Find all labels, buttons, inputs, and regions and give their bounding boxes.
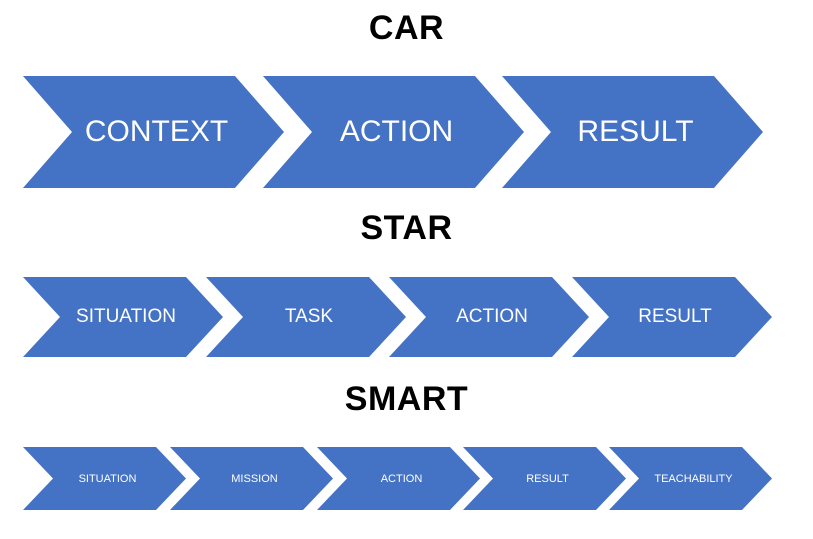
- chevron-label: TASK: [284, 306, 334, 327]
- chevron-label: ACTION: [339, 115, 454, 148]
- chevron-label: ACTION: [456, 306, 528, 327]
- chevron-action: ACTION: [389, 277, 589, 357]
- chevron-context: CONTEXT: [23, 76, 284, 188]
- chevron-result: RESULT: [572, 277, 772, 357]
- chevron-mission: MISSION: [170, 447, 333, 510]
- chevron-label: RESULT: [638, 306, 712, 327]
- chevron-label: TEACHABILITY: [654, 472, 733, 485]
- star-chevron-row: SITUATION TASK ACTION RESULT: [23, 277, 773, 357]
- car-row-title: CAR: [368, 9, 445, 47]
- chevron-task: TASK: [206, 277, 406, 357]
- chevron-result: RESULT: [502, 76, 763, 188]
- chevron-result: RESULT: [463, 447, 626, 510]
- car-chevron-row: CONTEXT ACTION RESULT: [23, 76, 786, 188]
- chevron-label: RESULT: [577, 115, 694, 148]
- chevron-teachability: TEACHABILITY: [609, 447, 772, 510]
- chevron-label: CONTEXT: [84, 115, 229, 148]
- chevron-label: MISSION: [231, 472, 278, 485]
- chevron-action: ACTION: [263, 76, 524, 188]
- smart-row-title: SMART: [344, 380, 469, 418]
- chevron-label: SITUATION: [76, 306, 176, 327]
- chevron-situation: SITUATION: [23, 277, 223, 357]
- smart-chevron-row: SITUATION MISSION ACTION RESULT TEACHABI…: [23, 447, 773, 510]
- chevron-action: ACTION: [317, 447, 480, 510]
- chevron-label: SITUATION: [78, 472, 137, 485]
- chevron-situation: SITUATION: [23, 447, 186, 510]
- chevron-label: ACTION: [380, 472, 423, 485]
- star-row-title: STAR: [360, 209, 453, 247]
- chevron-label: RESULT: [526, 472, 569, 485]
